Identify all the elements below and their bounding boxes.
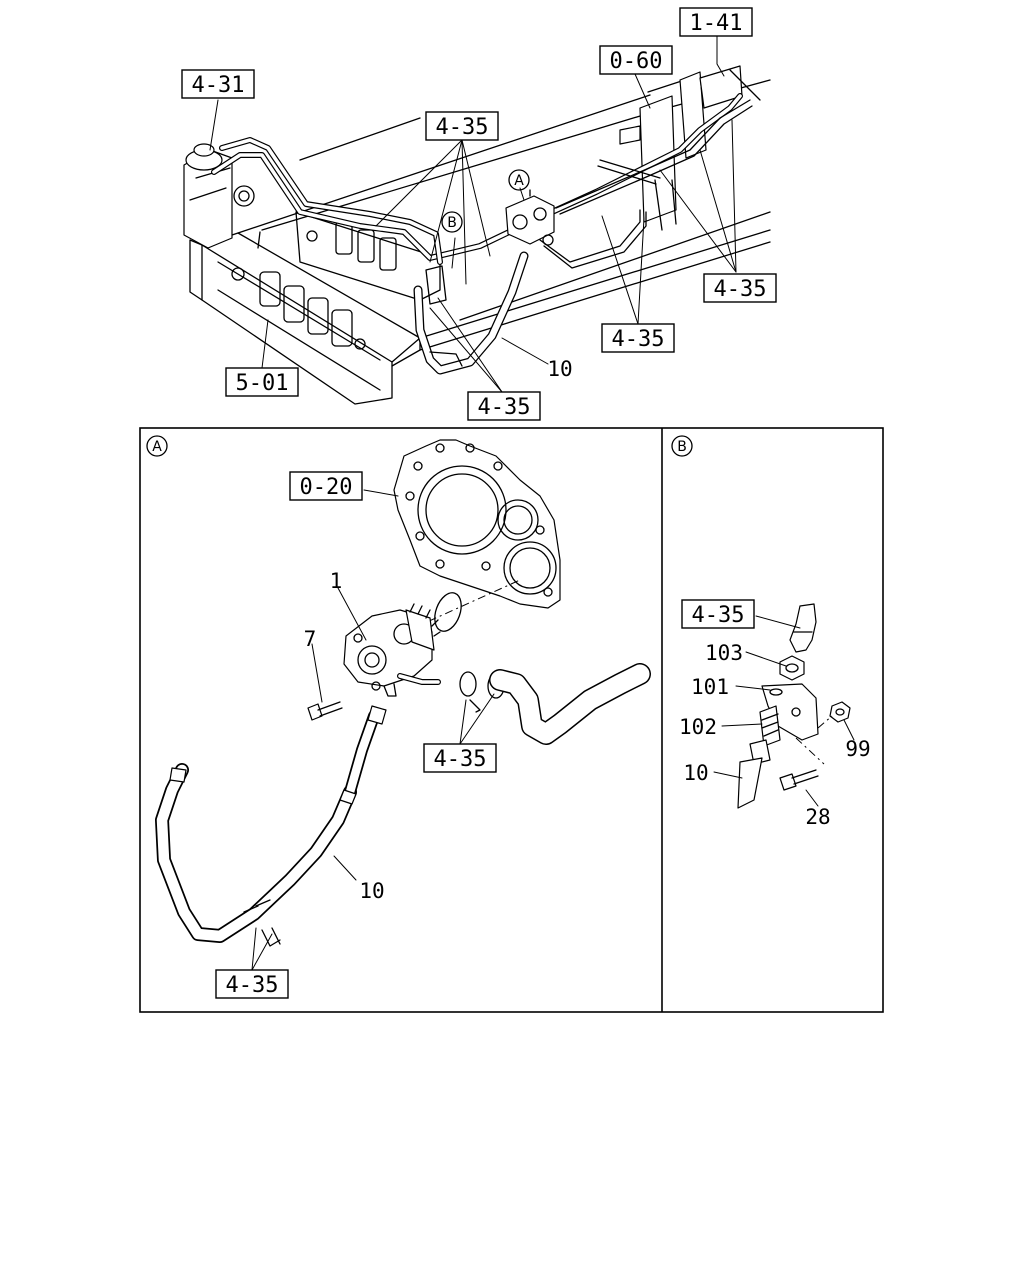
panel-b-marker-label: B xyxy=(677,439,687,455)
ref-box-4-35-bottom: 4-35 xyxy=(467,391,541,421)
ref-4-35-bottom-label: 4-35 xyxy=(478,395,531,420)
panel-a-part-1: 1 xyxy=(330,569,343,593)
marker-a-top: A xyxy=(508,169,530,191)
hose-clamps xyxy=(261,927,281,947)
connector-102 xyxy=(759,705,781,747)
panel-b-ref-4-35: 4-35 xyxy=(681,599,755,629)
top-leader-lines xyxy=(209,35,737,393)
panel-a-ref-4-35-upper: 4-35 xyxy=(423,743,497,773)
nut-103 xyxy=(779,655,805,681)
frame-crossmember xyxy=(189,232,421,405)
top-assembly-view: 1-41 0-60 4-31 4-35 4-35 4-35 5-01 4-35 xyxy=(181,7,777,421)
panel-a: A xyxy=(146,435,651,999)
ref-4-31-label: 4-31 xyxy=(192,73,245,98)
ref-box-5-01: 5-01 xyxy=(225,367,299,397)
panel-b: B xyxy=(671,435,871,829)
ref-0-60-label: 0-60 xyxy=(610,49,663,74)
panel-b-part-101: 101 xyxy=(691,675,729,699)
detail-frame xyxy=(139,427,884,1013)
ref-4-35-right-label: 4-35 xyxy=(714,277,767,302)
ref-5-01-label: 5-01 xyxy=(236,371,289,396)
ref-box-1-41: 1-41 xyxy=(679,7,753,37)
marker-b-top: B xyxy=(441,211,463,233)
panel-b-dash-lines xyxy=(795,715,833,765)
rear-crossmember xyxy=(295,211,441,301)
ref-box-4-31: 4-31 xyxy=(181,69,255,99)
panel-b-part-28: 28 xyxy=(805,805,830,829)
frame-brackets xyxy=(619,65,761,231)
panel-a-marker: A xyxy=(146,435,168,457)
ref-1-41-label: 1-41 xyxy=(690,11,743,36)
panel-a-part-7: 7 xyxy=(304,627,317,651)
suction-hose xyxy=(489,663,651,745)
panel-a-leaders xyxy=(251,489,495,971)
panel-b-part-102: 102 xyxy=(679,715,717,739)
ref-box-4-35-right: 4-35 xyxy=(703,273,777,303)
ref-box-4-35-top: 4-35 xyxy=(425,111,499,141)
fitting-top xyxy=(789,603,817,653)
ref-4-35-center-label: 4-35 xyxy=(612,327,665,352)
panel-a-part-10: 10 xyxy=(359,879,384,903)
panel-b-part-10: 10 xyxy=(683,761,708,785)
panel-a-ref-0-20-label: 0-20 xyxy=(300,475,353,500)
panel-b-part-99: 99 xyxy=(845,737,870,761)
ref-box-0-60: 0-60 xyxy=(599,45,673,75)
ref-4-35-top-label: 4-35 xyxy=(436,115,489,140)
marker-a-top-label: A xyxy=(514,173,524,189)
o-ring xyxy=(434,592,462,632)
brake-pipes xyxy=(211,93,753,269)
panel-a-ref-4-35-upper-label: 4-35 xyxy=(434,747,487,772)
panel-b-leaders xyxy=(713,615,855,807)
pump-top-view xyxy=(505,189,555,246)
reservoir-tank xyxy=(183,143,255,249)
nut-99 xyxy=(829,701,851,723)
hose-end-10 xyxy=(737,739,771,809)
panel-b-marker: B xyxy=(671,435,693,457)
panel-b-part-103: 103 xyxy=(705,641,743,665)
bolt-28 xyxy=(779,769,819,791)
panel-b-ref-4-35-label: 4-35 xyxy=(692,603,745,628)
pressure-hose-10 xyxy=(155,705,387,943)
top-hose-10 xyxy=(413,251,529,375)
panel-a-ref-4-35-lower-label: 4-35 xyxy=(226,973,279,998)
top-hose-part-number: 10 xyxy=(547,357,572,381)
panel-a-ref-0-20: 0-20 xyxy=(289,471,363,501)
ref-box-4-35-center: 4-35 xyxy=(601,323,675,353)
pump-detail xyxy=(343,603,441,697)
bolt-7 xyxy=(307,701,343,721)
panel-a-marker-label: A xyxy=(152,439,162,455)
panel-a-ref-4-35-lower: 4-35 xyxy=(215,969,289,999)
marker-b-top-label: B xyxy=(447,215,457,231)
gasket-plate xyxy=(393,439,561,609)
